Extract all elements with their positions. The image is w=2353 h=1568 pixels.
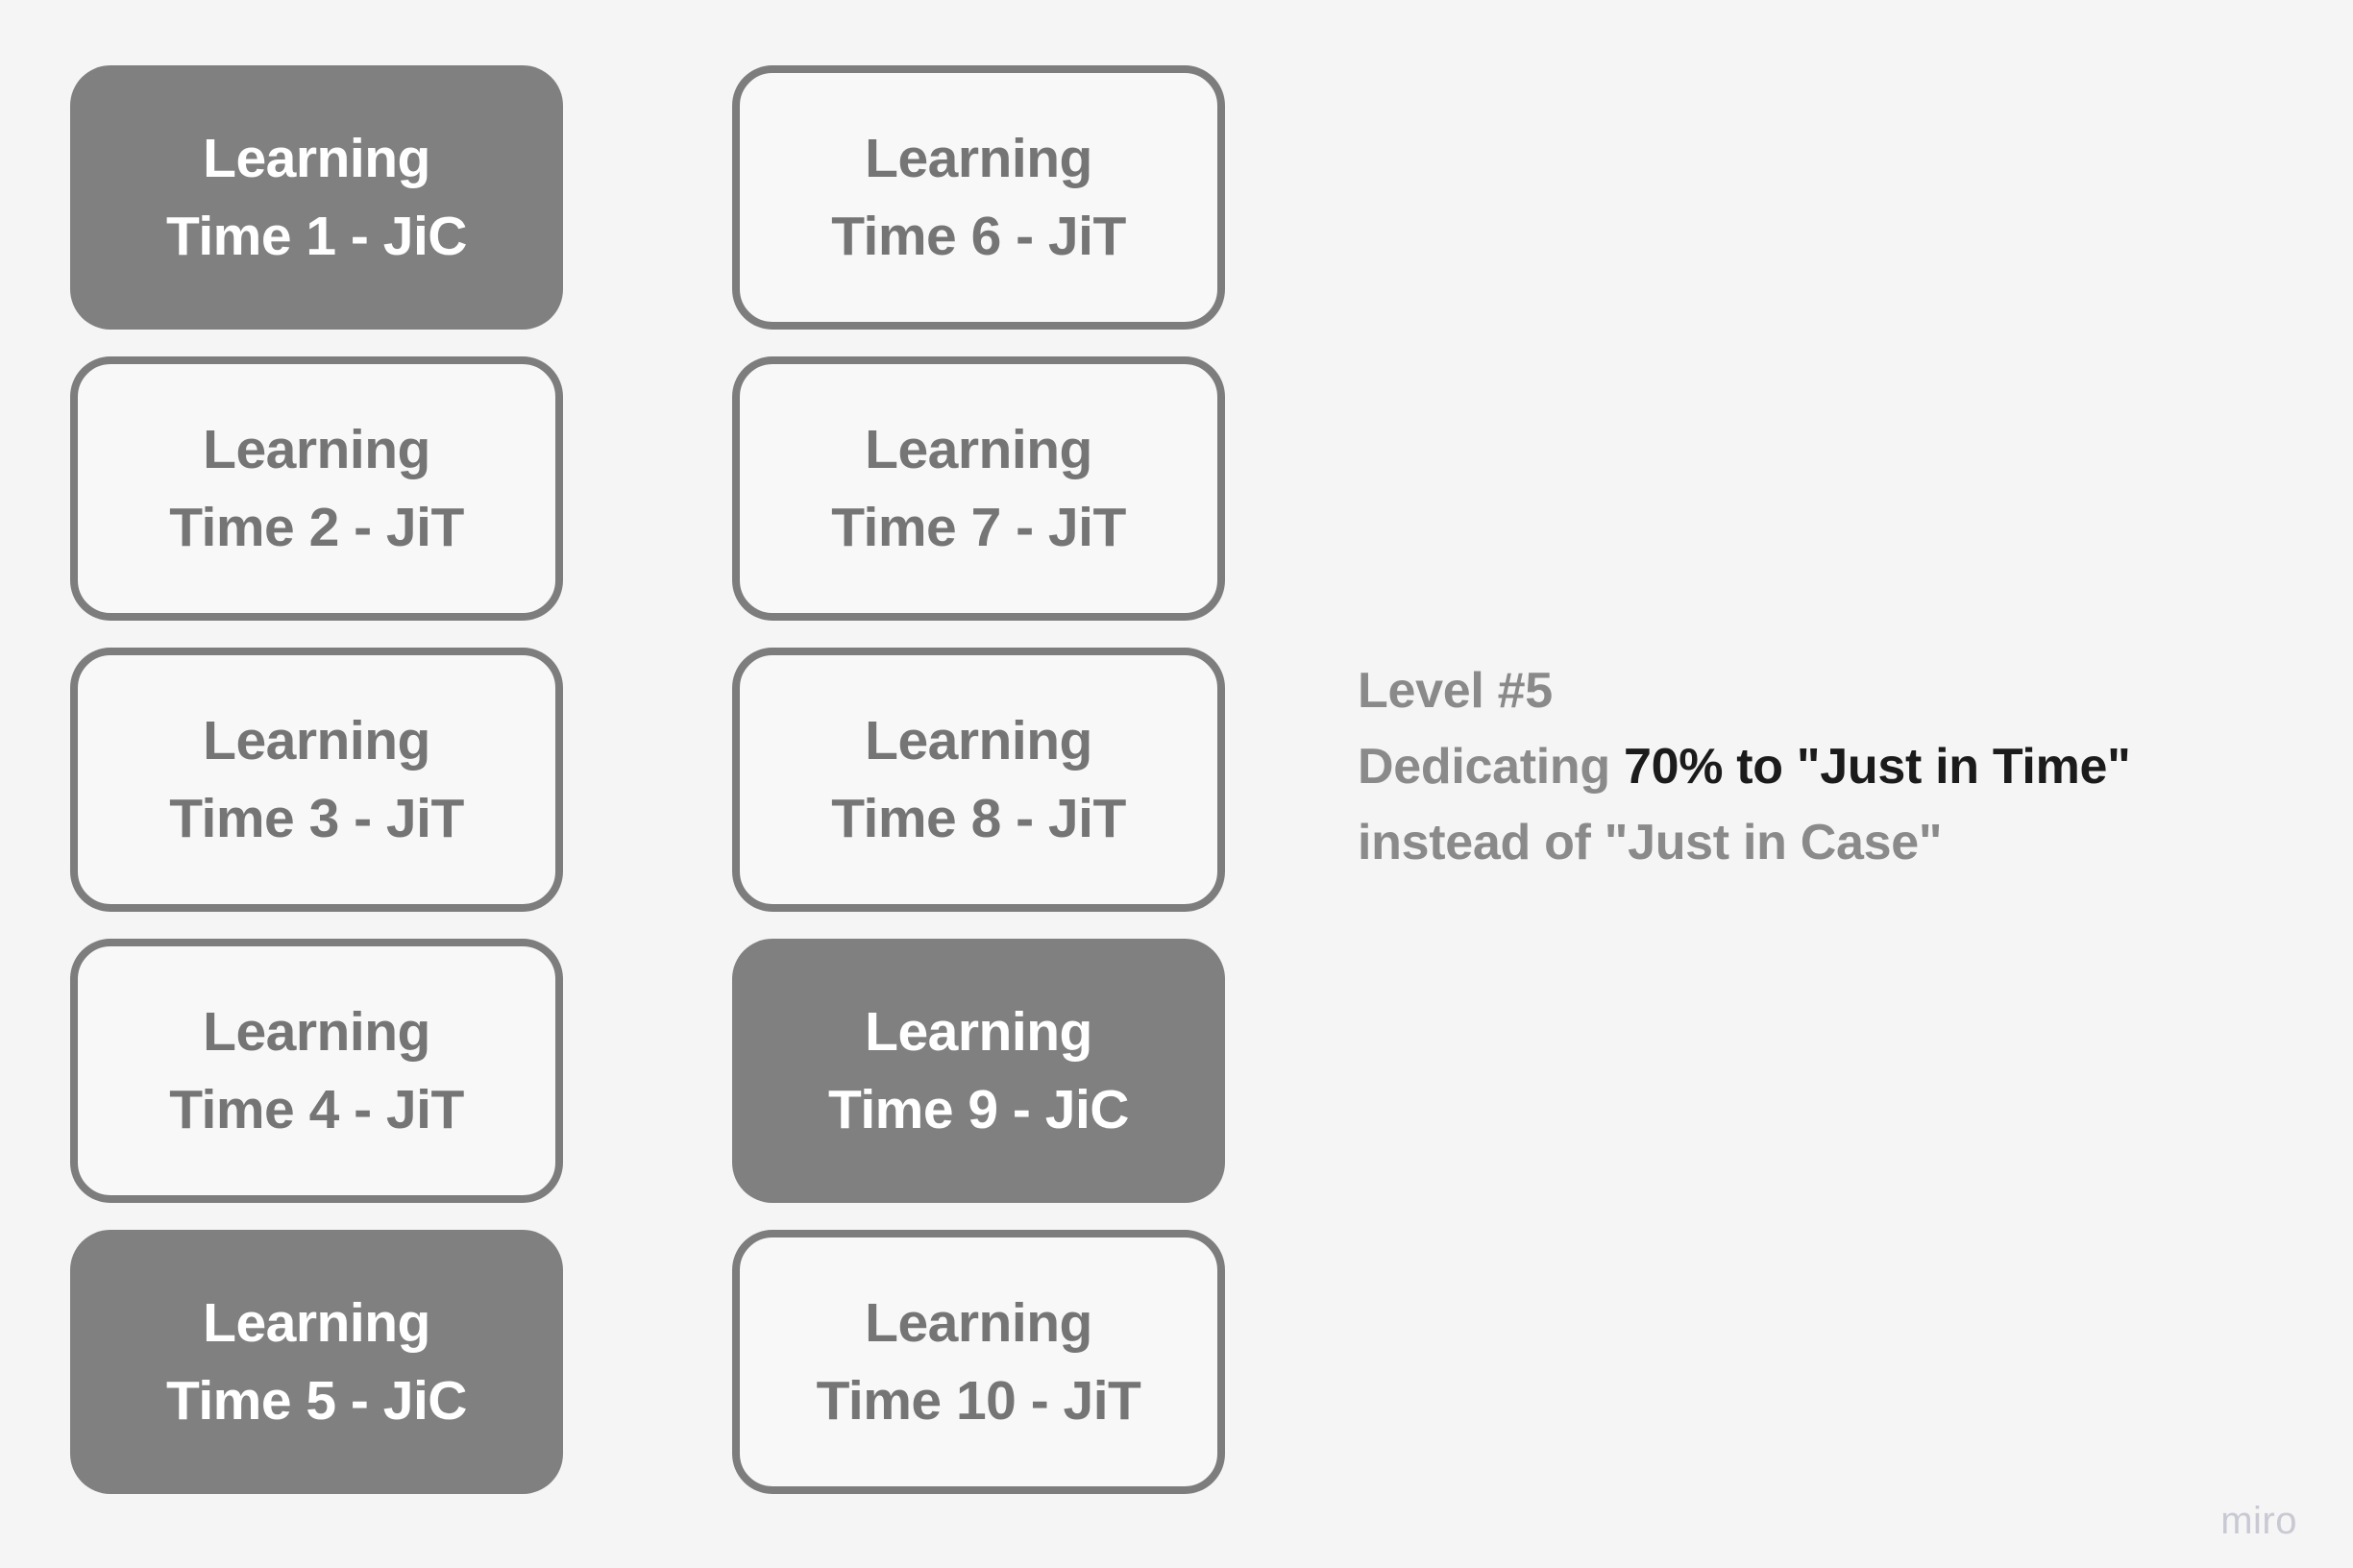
annotation-line-level: Level #5: [1358, 663, 1553, 719]
learning-time-card[interactable]: Learning Time 10 - JiT: [732, 1230, 1225, 1494]
card-line-2: Time 6 - JiT: [831, 205, 1126, 267]
learning-time-card[interactable]: Learning Time 6 - JiT: [732, 65, 1225, 330]
learning-time-card[interactable]: Learning Time 5 - JiC: [70, 1230, 563, 1494]
learning-time-card[interactable]: Learning Time 7 - JiT: [732, 356, 1225, 621]
card-line-1: Learning: [203, 418, 430, 480]
learning-time-card[interactable]: Learning Time 8 - JiT: [732, 648, 1225, 912]
annotation-prefix: Dedicating: [1358, 739, 1624, 796]
card-line-2: Time 3 - JiT: [169, 787, 464, 849]
card-line-2: Time 8 - JiT: [831, 787, 1126, 849]
learning-time-card[interactable]: Learning Time 1 - JiC: [70, 65, 563, 330]
learning-time-card[interactable]: Learning Time 2 - JiT: [70, 356, 563, 621]
learning-time-card[interactable]: Learning Time 9 - JiC: [732, 939, 1225, 1203]
card-line-2: Time 2 - JiT: [169, 496, 464, 558]
card-line-1: Learning: [865, 127, 1092, 189]
annotation-line-instead: instead of "Just in Case": [1358, 815, 1943, 871]
card-line-2: Time 5 - JiC: [166, 1369, 467, 1432]
learning-time-card[interactable]: Learning Time 3 - JiT: [70, 648, 563, 912]
card-line-2: Time 7 - JiT: [831, 496, 1126, 558]
card-line-1: Learning: [203, 709, 430, 772]
card-line-1: Learning: [865, 1000, 1092, 1063]
card-line-1: Learning: [203, 1000, 430, 1063]
annotation-line-dedicating: Dedicating 70% to "Just in Time": [1358, 729, 2318, 805]
annotation-emphasis: 70% to "Just in Time": [1623, 739, 2131, 796]
learning-time-card[interactable]: Learning Time 4 - JiT: [70, 939, 563, 1203]
card-column-left: Learning Time 1 - JiC Learning Time 2 - …: [70, 65, 563, 1494]
card-column-right: Learning Time 6 - JiT Learning Time 7 - …: [732, 65, 1225, 1494]
card-line-1: Learning: [865, 418, 1092, 480]
card-line-2: Time 10 - JiT: [816, 1369, 1141, 1432]
card-line-1: Learning: [865, 709, 1092, 772]
card-line-2: Time 9 - JiC: [828, 1078, 1129, 1140]
card-line-2: Time 4 - JiT: [169, 1078, 464, 1140]
annotation-text-block[interactable]: Level #5 Dedicating 70% to "Just in Time…: [1358, 653, 2318, 881]
miro-watermark: miro: [2220, 1500, 2297, 1542]
card-line-1: Learning: [865, 1291, 1092, 1354]
card-line-1: Learning: [203, 127, 430, 189]
card-line-2: Time 1 - JiC: [166, 205, 467, 267]
card-line-1: Learning: [203, 1291, 430, 1354]
